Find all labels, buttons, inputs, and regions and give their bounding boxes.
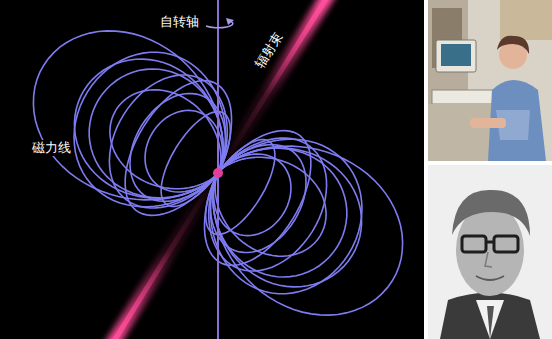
field-line xyxy=(209,138,327,271)
field-line xyxy=(74,52,226,206)
field-line xyxy=(214,154,291,236)
field-line xyxy=(213,146,403,315)
part-label: 磁力线 xyxy=(30,140,73,156)
field-line xyxy=(109,75,227,208)
field-line xyxy=(211,145,307,253)
field-line xyxy=(213,148,347,277)
field-line xyxy=(74,59,223,198)
field-line xyxy=(89,69,223,198)
photo-bottom xyxy=(428,165,552,339)
field-line xyxy=(145,110,222,192)
field-line xyxy=(215,157,326,256)
field-line xyxy=(161,112,230,207)
field-line xyxy=(213,148,362,287)
part-label: 自转轴 xyxy=(158,14,201,30)
radiation-beam xyxy=(106,0,330,339)
photo-top xyxy=(428,0,552,161)
neutron-star xyxy=(213,168,223,178)
field-line xyxy=(206,140,275,235)
field-line xyxy=(210,139,362,293)
field-line xyxy=(33,31,223,200)
field-line xyxy=(130,94,226,202)
field-line xyxy=(110,90,221,189)
rotation-arrow xyxy=(206,18,234,28)
